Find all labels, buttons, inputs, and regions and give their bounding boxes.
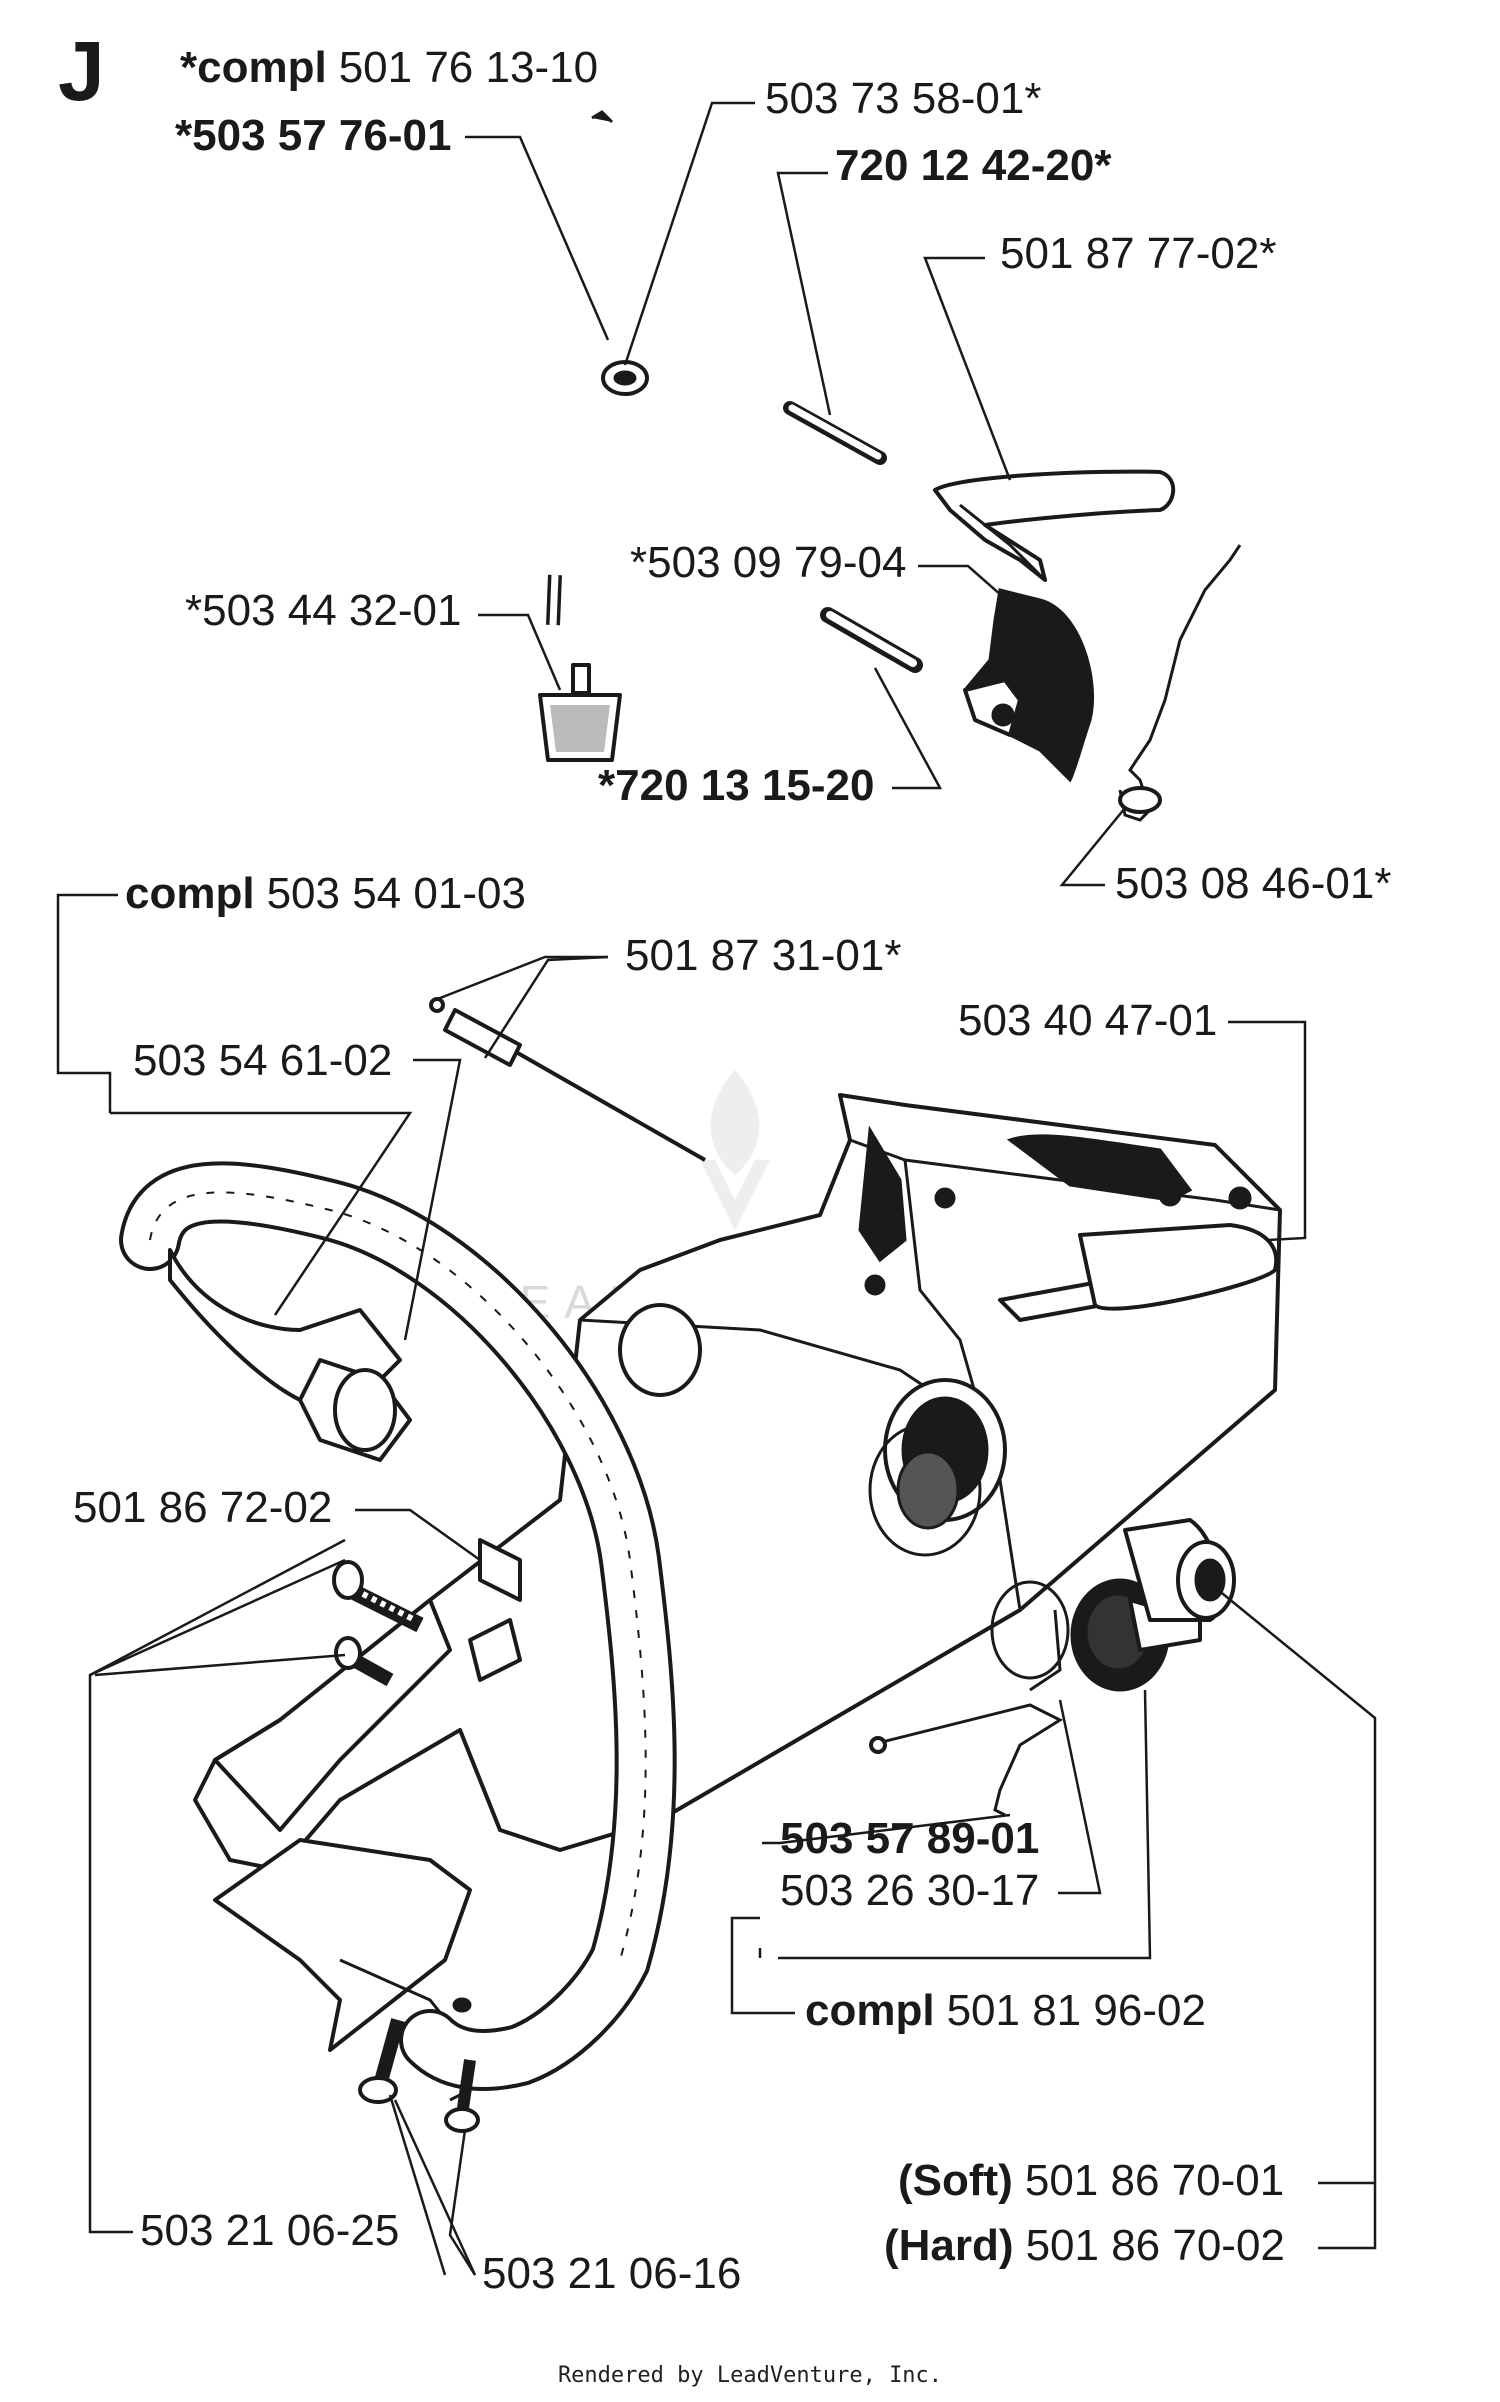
label-503084601: 503 08 46-01* bbox=[1115, 859, 1391, 908]
label-503546102: 503 54 61-02 bbox=[133, 1036, 392, 1085]
oil-pump-needle bbox=[429, 997, 706, 1162]
fuel-filter bbox=[538, 663, 622, 762]
throttle-lockout bbox=[933, 469, 1176, 582]
label-503097904: *503 09 79-04 bbox=[630, 538, 906, 587]
fuel-pickup-filter bbox=[1123, 1518, 1236, 1622]
watermark-logo bbox=[700, 1070, 770, 1230]
label-503404701: 503 40 47-01 bbox=[958, 996, 1217, 1045]
trigger-pin-lower bbox=[820, 607, 923, 673]
label-503210616: 503 21 06-16 bbox=[482, 2249, 741, 2298]
label-503735801: 503 73 58-01* bbox=[765, 74, 1041, 123]
label-soft-501867001: (Soft)501 86 70-01 bbox=[898, 2156, 1284, 2205]
screw-middle bbox=[334, 1636, 394, 1687]
label-hard-501867002: (Hard)501 86 70-02 bbox=[884, 2221, 1285, 2270]
label-720131520: *720 13 15-20 bbox=[598, 761, 874, 810]
throttle-trigger bbox=[963, 588, 1095, 783]
section-letter: J bbox=[58, 24, 105, 118]
screw-upper bbox=[332, 1560, 424, 1633]
label-503210625: 503 21 06-25 bbox=[140, 2206, 399, 2255]
label-503263017: 503 26 30-17 bbox=[780, 1866, 1039, 1915]
label-501867202: 501 86 72-02 bbox=[73, 1483, 332, 1532]
trigger-spring bbox=[1118, 544, 1242, 822]
label-720124220: 720 12 42-20* bbox=[835, 141, 1112, 190]
label-503578901: 503 57 89-01 bbox=[780, 1814, 1039, 1863]
screw-bottom-left bbox=[358, 2018, 405, 2104]
label-501877702: 501 87 77-02* bbox=[1000, 229, 1276, 278]
screw-bottom-right bbox=[444, 2059, 480, 2133]
anti-vibration-element bbox=[298, 1358, 522, 1602]
label-501873101: 501 87 31-01* bbox=[625, 931, 901, 980]
label-503443201: *503 44 32-01 bbox=[185, 586, 461, 635]
trigger-pin-upper bbox=[783, 401, 887, 465]
label-503577601: *503 57 76-01 bbox=[175, 111, 451, 160]
fuel-tank-housing bbox=[193, 1093, 1282, 2102]
leader-lines bbox=[56, 101, 1377, 2276]
footer-credit: Rendered by LeadVenture, Inc. bbox=[558, 2363, 942, 2388]
